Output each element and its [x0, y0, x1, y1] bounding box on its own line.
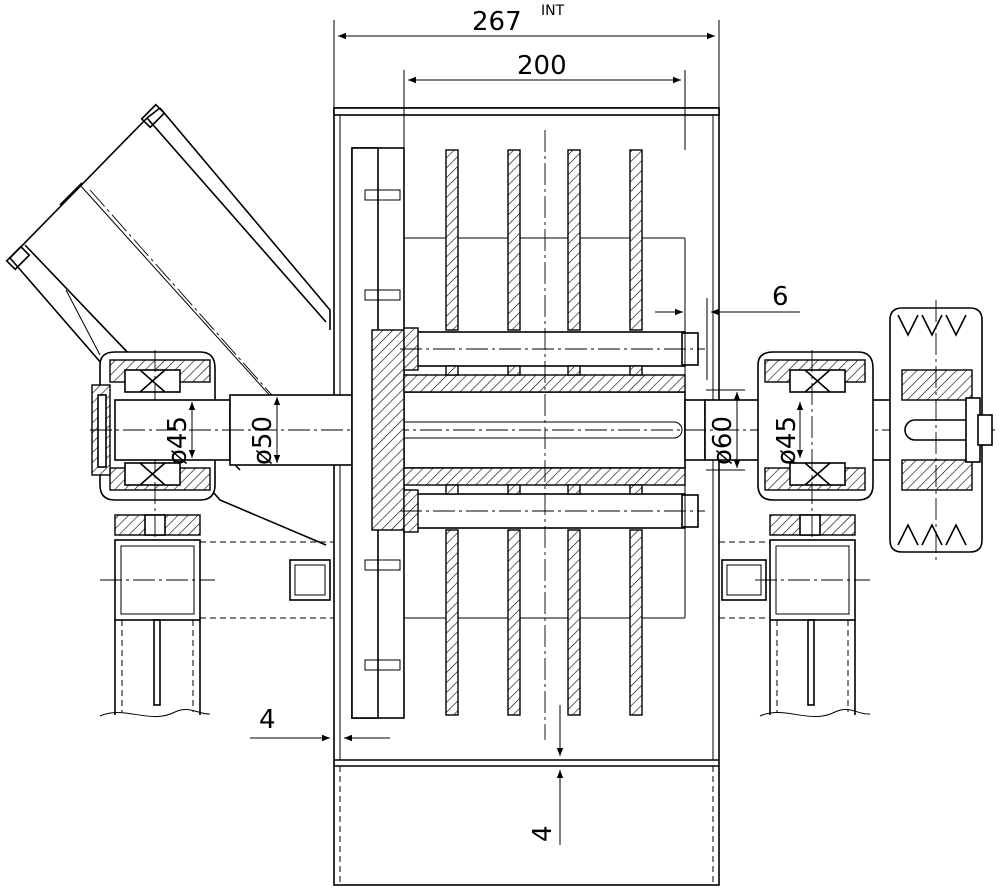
dim-shaft-right-dia: ø60	[708, 416, 738, 465]
dim-overall-width-suffix: INT	[541, 3, 565, 19]
dim-overall-width: 267	[472, 7, 522, 37]
v-belt-pulley	[889, 300, 993, 560]
right-bearing	[757, 350, 874, 540]
dim-gap-right: 6	[772, 282, 789, 312]
dim-bearing-right-dia: ø45	[772, 416, 802, 465]
dim-gap-bottom: 4	[528, 825, 558, 842]
dimension-lines	[188, 20, 804, 845]
dimension-labels: 267 INT 200 6 ø45 ø50 ø60 ø45 4 4	[163, 3, 802, 842]
frame	[99, 539, 871, 718]
dim-bearing-left-dia: ø45	[163, 416, 193, 465]
rotor	[351, 130, 705, 740]
dim-rotor-width: 200	[517, 51, 567, 81]
dim-gap-left: 4	[259, 705, 276, 735]
dim-shaft-left-dia: ø50	[248, 416, 278, 465]
